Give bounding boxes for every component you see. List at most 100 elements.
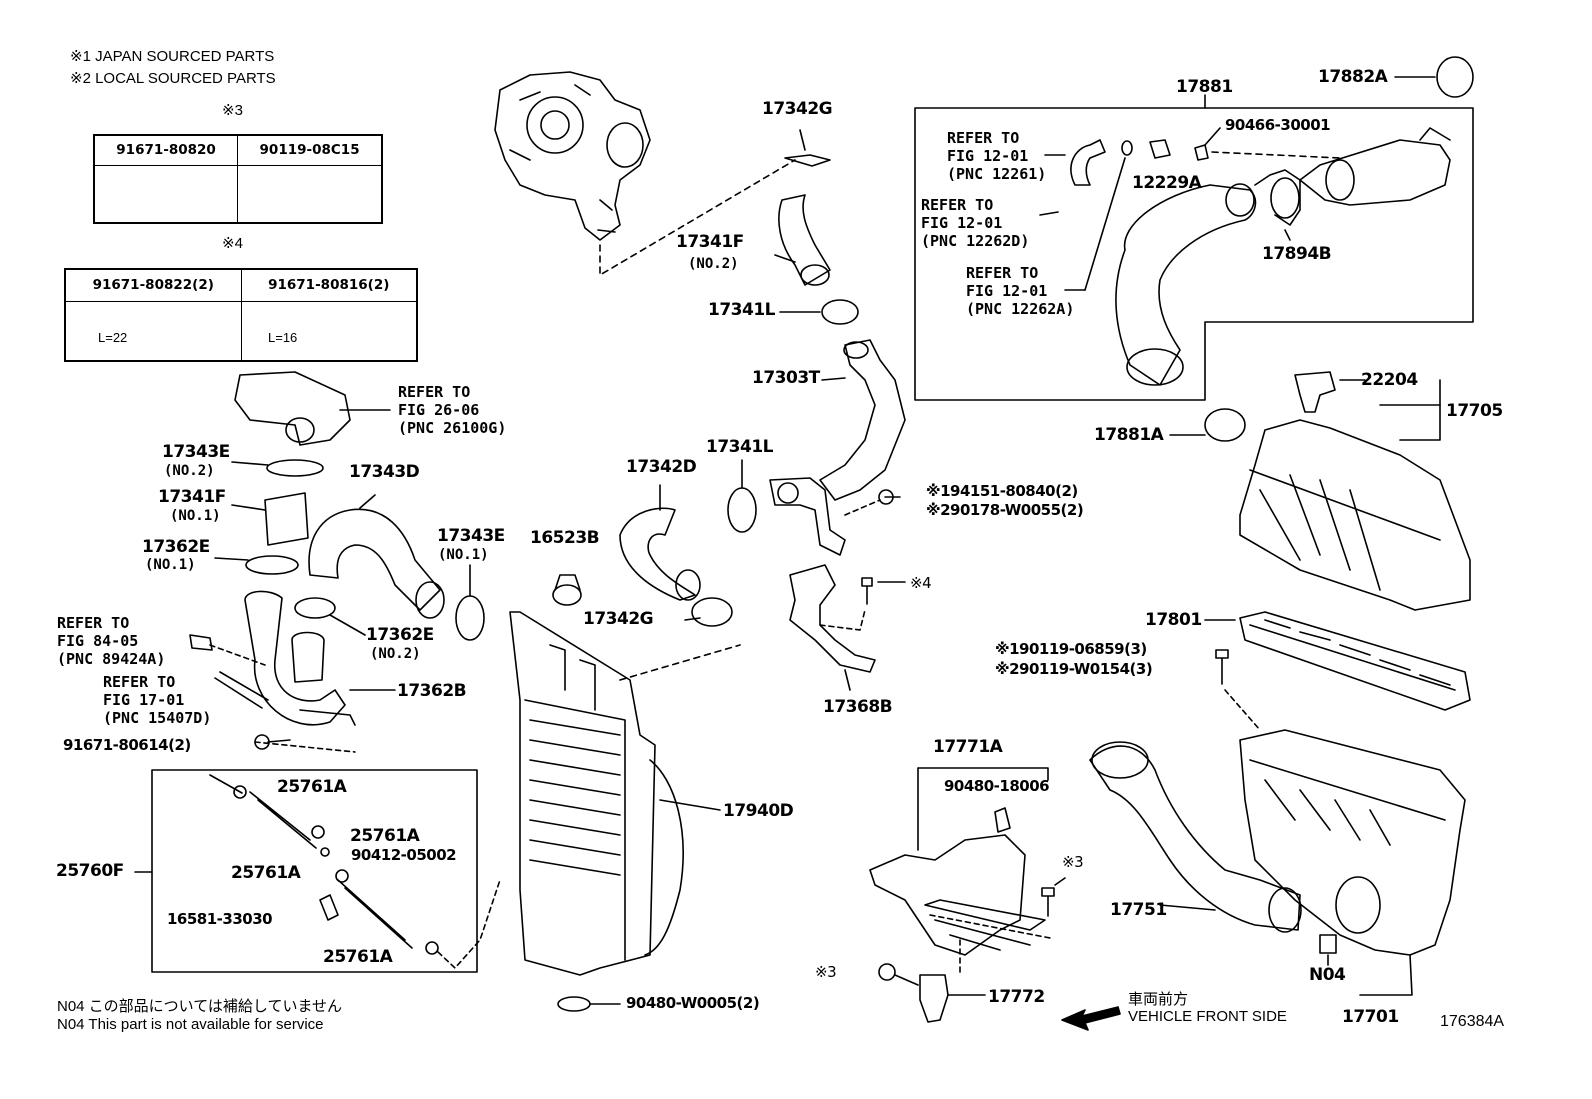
label-90466-30001[interactable]: 90466-30001 — [1225, 116, 1331, 134]
label-17894B[interactable]: 17894B — [1262, 244, 1332, 264]
label-90480-W0005[interactable]: 90480-W0005(2) — [626, 994, 760, 1012]
label-17343E-no1[interactable]: 17343E — [437, 526, 505, 546]
label-25761A-2[interactable]: 25761A — [350, 826, 420, 846]
label-17362E-no1[interactable]: 17362E — [142, 537, 210, 557]
label-194151-80840[interactable]: ※194151-80840(2) — [926, 482, 1078, 500]
ref-fig-84-05[interactable]: REFER TO FIG 84-05 (PNC 89424A) — [57, 614, 166, 668]
label-17362E-no2[interactable]: 17362E — [366, 625, 434, 645]
pipe-17303T — [819, 339, 906, 501]
bracket-17368B — [789, 564, 876, 691]
label-17342D[interactable]: 17342D — [626, 457, 697, 477]
label-17343D[interactable]: 17343D — [349, 462, 420, 482]
intercooler-17940D — [509, 611, 741, 976]
sensor-22204 — [1294, 371, 1366, 413]
label-17772[interactable]: 17772 — [988, 987, 1045, 1007]
hose-17341F-no2 — [774, 194, 831, 286]
label-17342G-top[interactable]: 17342G — [762, 99, 833, 119]
label-17368B[interactable]: 17368B — [823, 697, 893, 717]
label-17362E-no1-sub: (NO.1) — [145, 557, 196, 573]
table4-col1: 91671-80822(2) — [64, 268, 242, 302]
label-17701[interactable]: 17701 — [1342, 1007, 1399, 1027]
cap-16523B — [552, 574, 582, 606]
figure-id: 176384A — [1440, 1013, 1505, 1030]
label-25761A-1[interactable]: 25761A — [277, 777, 347, 797]
label-25761A-3[interactable]: 25761A — [231, 863, 301, 883]
grommet-N04 — [1319, 934, 1337, 966]
label-mark3-left: ※3 — [815, 963, 837, 981]
label-17343E-no1-sub: (NO.1) — [438, 547, 489, 563]
pipe-17362B — [244, 590, 396, 726]
label-90412-05002[interactable]: 90412-05002 — [351, 846, 457, 864]
label-17771A[interactable]: 17771A — [933, 737, 1003, 757]
clamp-17881A — [1169, 408, 1246, 442]
direction-arrow — [1061, 1006, 1121, 1031]
grommet-90480-W0005 — [557, 996, 621, 1012]
label-17705[interactable]: 17705 — [1446, 401, 1503, 421]
label-17303T[interactable]: 17303T — [752, 368, 820, 388]
hose-15407D — [214, 671, 269, 709]
ref-fig-12-01-12261[interactable]: REFER TO FIG 12-01 (PNC 12261) — [947, 129, 1047, 183]
ref-fig-12-01-12262D[interactable]: REFER TO FIG 12-01 (PNC 12262D) — [921, 196, 1030, 250]
direction-label-japanese: 車両前方 — [1128, 991, 1189, 1008]
label-17341F-no2[interactable]: 17341F — [676, 232, 744, 252]
label-17342G-mid[interactable]: 17342G — [583, 609, 654, 629]
clamp-17882A — [1394, 56, 1474, 98]
bracket-pipe-outlet — [769, 477, 901, 556]
flange-26100G-drawing — [234, 371, 391, 446]
label-17940D[interactable]: 17940D — [723, 801, 794, 821]
intake-hose-box-17881 — [914, 94, 1474, 401]
label-17341L-top[interactable]: 17341L — [708, 300, 775, 320]
clamp-17343E-no2 — [231, 459, 324, 477]
ref-fig-17-01[interactable]: REFER TO FIG 17-01 (PNC 15407D) — [103, 673, 212, 727]
ref-fig-12-01-12262A[interactable]: REFER TO FIG 12-01 (PNC 12262A) — [966, 264, 1075, 318]
label-17882A[interactable]: 17882A — [1318, 67, 1388, 87]
air-cleaner-case-17701 — [1239, 729, 1466, 996]
label-17343E-no2-sub: (NO.2) — [164, 463, 215, 479]
label-N04[interactable]: N04 — [1309, 965, 1346, 985]
label-25760F[interactable]: 25760F — [56, 861, 124, 881]
sensor-89424A — [189, 634, 266, 666]
label-17362E-no2-sub: (NO.2) — [370, 646, 421, 662]
table4-len2: L=16 — [268, 330, 298, 345]
nut-194151 — [878, 489, 894, 505]
label-17341F-no1[interactable]: 17341F — [158, 487, 226, 507]
label-22204[interactable]: 22204 — [1361, 370, 1418, 390]
label-17801[interactable]: 17801 — [1145, 610, 1202, 630]
label-12229A[interactable]: 12229A — [1132, 173, 1202, 193]
label-17341F-no1-sub: (NO.1) — [170, 508, 221, 524]
label-90480-18006[interactable]: 90480-18006 — [944, 777, 1050, 795]
table3: 91671-80820 90119-08C15 — [93, 134, 383, 224]
table3-col1: 91671-80820 — [93, 134, 239, 166]
label-16581-33030[interactable]: 16581-33030 — [167, 910, 273, 928]
clamp-17362E-no1 — [214, 555, 299, 575]
label-17362B[interactable]: 17362B — [397, 681, 467, 701]
bolt-190119 — [1215, 649, 1261, 731]
table4-len1: L=22 — [98, 330, 128, 345]
label-17881[interactable]: 17881 — [1176, 77, 1233, 97]
bracket-17771A — [869, 767, 1051, 976]
label-25761A-4[interactable]: 25761A — [323, 947, 393, 967]
label-16523B[interactable]: 16523B — [530, 528, 600, 548]
label-17341L-mid[interactable]: 17341L — [706, 437, 773, 457]
hose-17342D — [619, 484, 701, 601]
label-17881A[interactable]: 17881A — [1094, 425, 1164, 445]
ref-fig-26-06[interactable]: REFER TO FIG 26-06 (PNC 26100G) — [398, 383, 507, 437]
hose-17343D — [308, 494, 445, 619]
clamp-17341L-mid — [727, 459, 757, 533]
bolt-mark4 — [861, 577, 906, 605]
label-290178-W0055[interactable]: ※290178-W0055(2) — [926, 501, 1084, 519]
bracket-17772 — [919, 974, 986, 1023]
label-91671-80614[interactable]: 91671-80614(2) — [63, 736, 191, 754]
label-17341F-no2-sub: (NO.2) — [688, 256, 739, 272]
bolt-91671-80614 — [254, 734, 356, 753]
table3-mark: ※3 — [222, 102, 243, 119]
label-190119-06859[interactable]: ※190119-06859(3) — [995, 640, 1147, 658]
label-17343E-no2[interactable]: 17343E — [162, 442, 230, 462]
footer-n04-english: N04 This part is not available for servi… — [57, 1016, 324, 1033]
kit-25760F-box — [134, 769, 501, 973]
table4-mark: ※4 — [222, 235, 243, 252]
label-290119-W0154[interactable]: ※290119-W0154(3) — [995, 660, 1153, 678]
clamp-17343E-no1 — [455, 564, 485, 641]
label-17751[interactable]: 17751 — [1110, 900, 1167, 920]
